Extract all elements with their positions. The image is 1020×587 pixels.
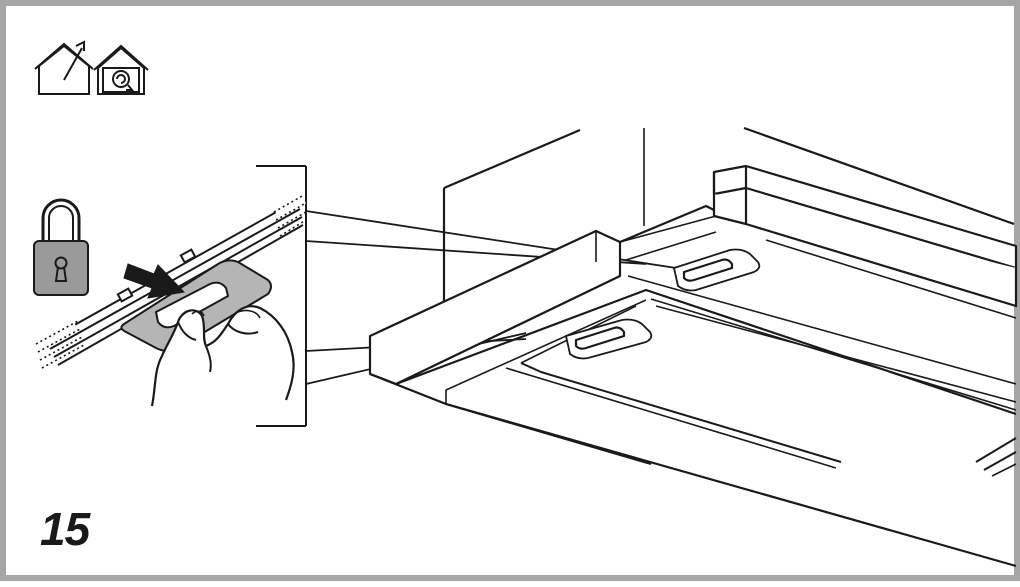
step-number: 15 <box>40 503 90 555</box>
detail-callout <box>35 165 677 427</box>
house-recirculation-icon <box>93 44 149 95</box>
slider-button <box>154 281 230 329</box>
house-exhaust-outside-icon <box>34 40 94 95</box>
padlock-locked-icon <box>33 198 89 296</box>
cooker-hood <box>368 126 1018 568</box>
push-arrow-icon <box>123 263 186 299</box>
installation-illustration <box>33 40 1018 568</box>
